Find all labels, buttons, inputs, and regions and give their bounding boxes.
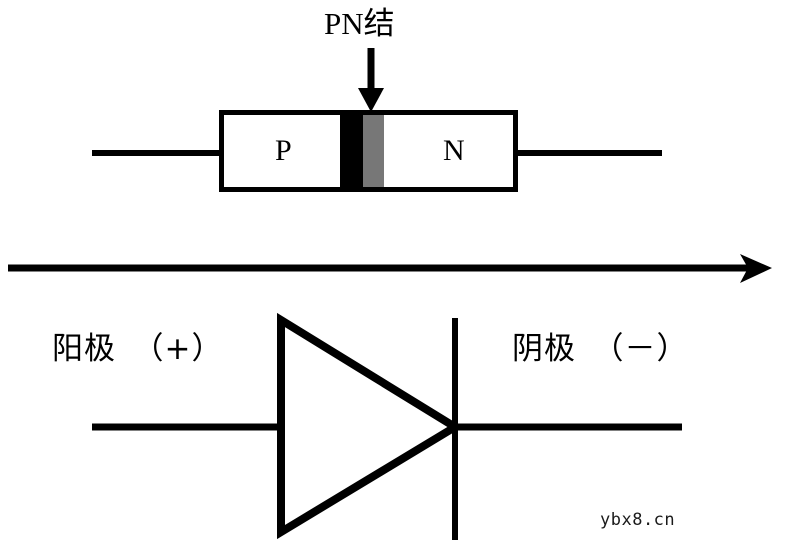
semiconductor-body-outline: [219, 110, 518, 192]
pn-junction-label: PN结: [324, 6, 395, 41]
n-region-label: N: [443, 134, 465, 167]
cathode-label: 阴极 （－）: [512, 331, 689, 367]
diode-triangle: [277, 312, 463, 540]
anode-label: 阳极 （+）: [52, 331, 224, 367]
junction-black-band: [340, 112, 363, 190]
pn-junction-callout-arrow: [358, 48, 384, 112]
right-arrow-icon: [740, 254, 772, 283]
down-arrow-icon: [358, 88, 384, 112]
equivalence-arrow: [8, 254, 772, 283]
junction-gray-band: [363, 112, 384, 190]
watermark-text: ybx8.cn: [600, 510, 676, 530]
diode-symbol-group: [92, 312, 682, 540]
p-region-label: P: [275, 134, 292, 167]
semiconductor-bar-group: [92, 110, 662, 192]
